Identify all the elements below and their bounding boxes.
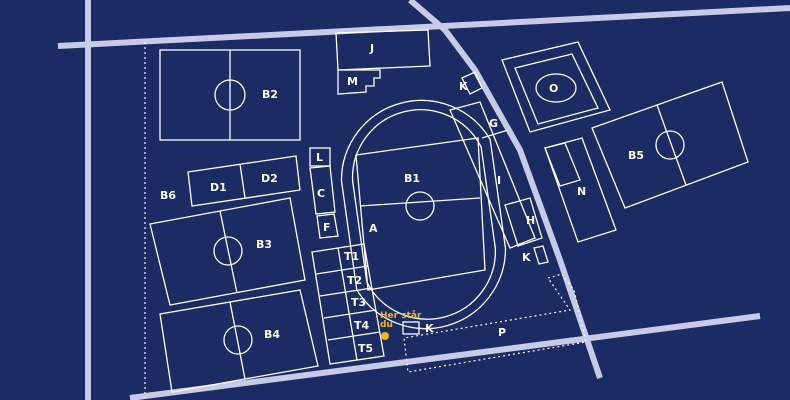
map-labels: J M K O G B2 L C F B1 I H B5 N D1 D2 B6 … <box>160 42 644 355</box>
label-t2: T2 <box>347 274 362 287</box>
building-k-right <box>533 245 549 265</box>
label-f: F <box>323 221 331 234</box>
buildings-d1-d2 <box>187 155 301 207</box>
label-d2: D2 <box>261 172 278 185</box>
label-c: C <box>317 187 325 200</box>
you-are-here-dot <box>381 332 389 340</box>
label-t3: T3 <box>351 296 366 309</box>
label-o: O <box>549 82 558 95</box>
building-g-divider <box>481 129 509 139</box>
road-top <box>57 5 790 49</box>
you-are-here-marker: Her står du <box>380 310 422 340</box>
label-l: L <box>316 151 323 164</box>
building-k-bottom <box>402 321 420 335</box>
label-k-right: K <box>522 251 531 264</box>
field-b3 <box>149 197 306 306</box>
label-g: G <box>489 117 498 130</box>
label-p: P <box>498 326 506 339</box>
label-b1: B1 <box>404 172 420 185</box>
label-k-bottom: K <box>425 322 434 335</box>
building-n <box>544 137 617 243</box>
label-b4: B4 <box>264 328 280 341</box>
label-b3: B3 <box>256 238 272 251</box>
label-b5: B5 <box>628 149 644 162</box>
field-b4 <box>159 289 319 393</box>
label-t1: T1 <box>344 250 359 263</box>
label-t5: T5 <box>358 342 373 355</box>
tennis-courts <box>311 243 385 365</box>
building-o <box>501 41 611 133</box>
building-n-inner <box>544 142 581 187</box>
label-k-top: K <box>459 80 468 93</box>
building-m <box>337 69 381 95</box>
road-bottom <box>129 313 761 400</box>
label-n: N <box>577 185 586 198</box>
label-b6: B6 <box>160 189 176 202</box>
label-i: I <box>497 174 501 187</box>
label-m: M <box>347 75 358 88</box>
field-b2 <box>159 49 301 141</box>
building-f <box>316 213 339 239</box>
label-h: H <box>526 214 535 227</box>
building-k-top <box>461 71 483 95</box>
building-g-i <box>449 101 536 249</box>
label-t4: T4 <box>354 319 370 332</box>
you-are-here-line2: du <box>380 320 393 330</box>
label-d1: D1 <box>210 181 227 194</box>
you-are-here-line1: Her står <box>380 310 422 321</box>
roads <box>57 0 790 400</box>
building-l <box>309 147 331 167</box>
building-h <box>504 197 543 247</box>
label-a: A <box>369 222 378 235</box>
field-b5 <box>591 81 749 209</box>
building-j <box>335 29 431 71</box>
building-c <box>309 165 336 215</box>
label-j: J <box>369 42 374 55</box>
label-b2: B2 <box>262 88 278 101</box>
